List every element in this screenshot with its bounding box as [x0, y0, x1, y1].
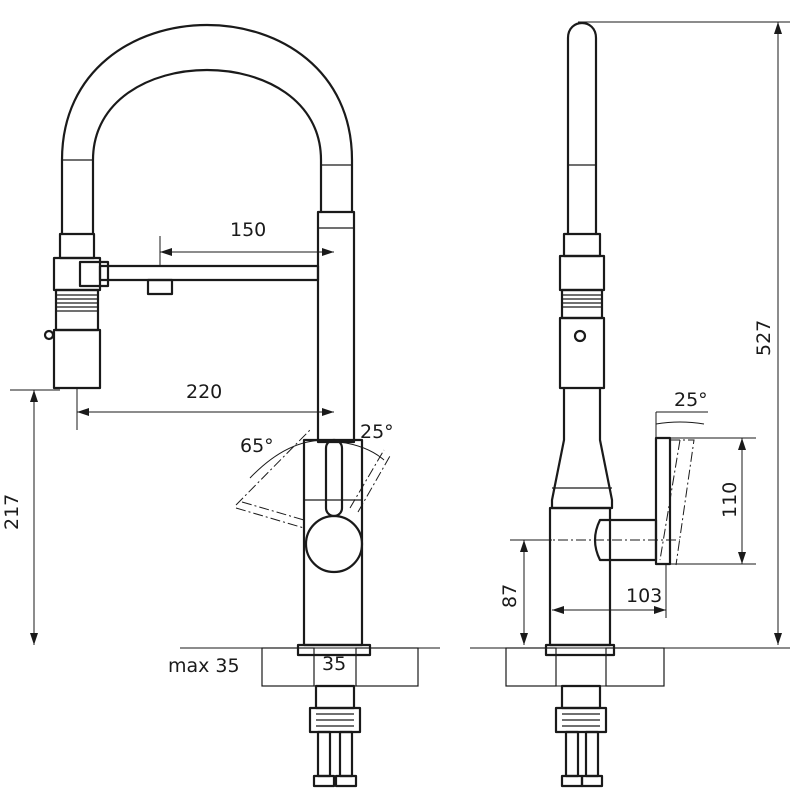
front-spout-arch-inner: [91, 68, 323, 236]
front-spout-arch: [60, 23, 354, 236]
dim-label-87: 87: [499, 584, 521, 608]
angle-label-25-side: 25°: [674, 389, 708, 411]
side-neck: [550, 386, 614, 510]
dim-label-max35: max 35: [168, 655, 240, 677]
side-mounting-shank: [554, 684, 608, 788]
dim-label-220: 220: [186, 381, 222, 403]
front-mounting-shank: [308, 684, 362, 788]
side-countertop: [470, 647, 790, 687]
dim-label-217: 217: [1, 494, 23, 530]
dim-aerator-height: 217: [1, 389, 60, 645]
dim-pullout: 150: [159, 219, 334, 266]
dim-reach: 220: [76, 381, 334, 430]
dim-body-height: 87: [499, 539, 552, 645]
side-view: 527 110 87 103: [470, 21, 790, 788]
side-spout: [566, 22, 598, 236]
angle-label-25-front: 25°: [360, 421, 394, 443]
dim-lever-depth: 103: [552, 564, 667, 618]
dim-label-150: 150: [230, 219, 266, 241]
front-body: [302, 438, 364, 647]
dim-label-110: 110: [719, 482, 741, 518]
angle-label-65: 65°: [240, 435, 274, 457]
front-view: 150 220 65° 25° 217 max 35 35: [1, 23, 440, 788]
dim-lever-height: 110: [660, 437, 756, 565]
front-column: [316, 210, 356, 444]
front-base-plate: [296, 643, 372, 657]
side-pullout-head: [558, 232, 606, 390]
dim-label-527: 527: [753, 320, 775, 356]
dim-label-35: 35: [322, 653, 346, 675]
front-lever: [235, 429, 391, 574]
dim-total-height: 527: [578, 21, 790, 645]
dim-side-angle: 25°: [655, 389, 708, 438]
side-lever: [540, 436, 695, 566]
side-base-plate: [544, 643, 616, 657]
dim-label-103: 103: [626, 585, 662, 607]
front-pullout-head: [43, 232, 320, 390]
side-body: [548, 506, 612, 647]
